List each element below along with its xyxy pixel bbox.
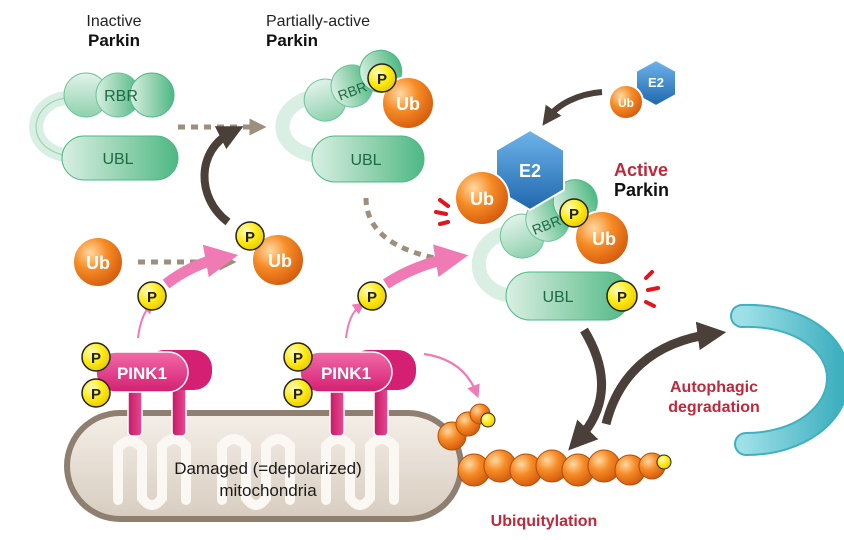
linker-loop — [471, 225, 514, 303]
free-ub: Ub — [72, 236, 124, 288]
phosphate-right: P — [357, 281, 387, 311]
p-label: P — [293, 386, 303, 403]
p-label: P — [91, 386, 101, 403]
ubl-label: UBL — [102, 151, 133, 168]
dark-arrow-pub-to-parkin — [200, 126, 244, 226]
ub-sphere — [454, 170, 510, 226]
p-label: P — [91, 350, 101, 367]
mito-label-line1: Damaged (=depolarized) — [174, 459, 362, 478]
inactive-label-line2: Parkin — [88, 31, 140, 50]
e2-label: E2 — [648, 75, 664, 90]
pink-thin-arrow-to-ub-chain — [423, 352, 480, 399]
pink1-left: PINK1 P P — [81, 342, 212, 437]
ub-label: Ub — [396, 94, 420, 114]
e2-bound-ub: Ub — [454, 170, 510, 226]
autophagic-label-line1: Autophagic — [670, 379, 758, 396]
ubl-domain: UBL — [311, 135, 425, 183]
ub-sphere — [608, 84, 644, 120]
rbr-label: RBR — [104, 88, 138, 105]
damaged-mitochondrion: Damaged (=depolarized) mitochondria — [64, 410, 464, 522]
phospho-ub-free: Ub P — [235, 221, 305, 287]
pink1-label: PINK1 — [321, 364, 371, 383]
pink1-right: PINK1 P P — [283, 342, 416, 437]
p-label: P — [245, 229, 255, 246]
activity-marks — [434, 198, 660, 308]
inactive-label-line1: Inactive — [86, 13, 141, 30]
e2-hexagon — [495, 128, 565, 212]
dark-arrow-to-autophagy — [601, 321, 727, 426]
ub-sphere — [381, 76, 435, 130]
bound-e2: E2 — [495, 128, 565, 212]
rbr-domain: RBR — [63, 72, 175, 118]
p-label: P — [293, 350, 303, 367]
dark-arrow-to-ubiquitylation — [568, 327, 607, 451]
p-label: P — [377, 71, 387, 88]
partial-label-line2: Parkin — [266, 31, 318, 50]
e2-hexagon — [635, 58, 677, 108]
ub-label: Ub — [592, 229, 616, 249]
ubl-domain: UBL — [61, 135, 179, 181]
pink-arrow-phospho-ub-left — [162, 244, 239, 289]
pink-arrow-phospho-parkin — [382, 244, 469, 289]
pink-thin-arrow-right — [345, 302, 365, 339]
bound-phospho-ub: Ub P — [559, 198, 630, 266]
active-parkin: RBR UBL P E2 Ub Ub P — [434, 128, 669, 321]
active-label-line2: Parkin — [614, 180, 669, 200]
pink-thin-arrow-left — [137, 301, 155, 339]
short-ub-chain — [437, 403, 496, 451]
phagophore-highlight — [732, 305, 844, 454]
pink1-label: PINK1 — [117, 364, 167, 383]
ubl-domain: UBL — [505, 271, 631, 321]
linker-loop — [275, 89, 320, 163]
ubl-label: UBL — [542, 289, 573, 306]
bound-phospho-ub: Ub P — [367, 63, 435, 130]
p-label: P — [569, 206, 579, 223]
p-label: P — [147, 289, 157, 306]
autophagic-label-line2: degradation — [668, 399, 760, 416]
autophagosome — [730, 303, 844, 456]
ub-label: Ub — [618, 96, 634, 110]
mito-label-line2: mitochondria — [219, 481, 317, 500]
phospho-sphere — [235, 221, 265, 251]
phospho-sphere — [367, 63, 397, 93]
active-label-line1: Active — [614, 160, 668, 180]
partially-active-parkin: RBR UBL Ub P Partially-active Parkin — [266, 13, 435, 183]
phosphate-left: P — [137, 281, 167, 311]
dark-arrow-e2-binding — [542, 89, 603, 126]
ub-label: Ub — [470, 189, 494, 209]
mito-cristae — [113, 434, 399, 510]
ub-sphere — [251, 233, 305, 287]
ub-label: Ub — [86, 253, 110, 273]
ub-sphere — [72, 236, 124, 288]
free-e2-ub: E2 Ub — [608, 58, 677, 120]
partial-label-line1: Partially-active — [266, 13, 370, 30]
p-label: P — [367, 289, 377, 306]
e2-label: E2 — [519, 161, 541, 181]
dashed-arrow-partial-to-active — [363, 197, 455, 268]
linker-outline — [35, 97, 71, 157]
long-ub-chain — [457, 449, 672, 487]
ub-label: Ub — [268, 251, 292, 271]
ubl-phospho: P — [606, 280, 638, 312]
ubl-label: UBL — [350, 152, 381, 169]
ub-sphere — [574, 210, 630, 266]
phospho-sphere — [559, 198, 589, 228]
p-label: P — [617, 289, 627, 306]
arrows — [137, 89, 727, 451]
ubiquitylation-label: Ubiquitylation — [491, 513, 598, 530]
inactive-parkin: RBR UBL Inactive Parkin — [29, 13, 179, 181]
